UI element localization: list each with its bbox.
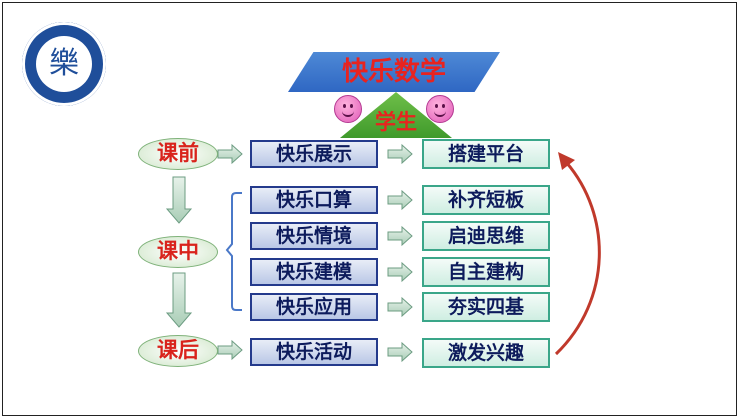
goal-box: 自主建构 <box>422 257 550 287</box>
diagram-title: 快乐数学 <box>341 57 446 87</box>
arrow-right-icon <box>387 189 413 211</box>
activity-box: 快乐建模 <box>250 258 378 286</box>
arrow-down-icon <box>165 272 193 328</box>
smiley-face-icon <box>426 95 454 123</box>
arrow-right-icon <box>387 261 413 283</box>
stage-before: 课前 <box>138 138 218 170</box>
activity-box: 快乐情境 <box>250 222 378 250</box>
goal-box: 搭建平台 <box>422 139 550 169</box>
activity-box: 快乐应用 <box>250 293 378 321</box>
arrow-right-icon <box>387 296 413 318</box>
arrow-right-icon <box>387 225 413 247</box>
goal-box: 补齐短板 <box>422 185 550 215</box>
stage-after: 课后 <box>138 335 218 367</box>
goal-box: 夯实四基 <box>422 292 550 322</box>
title-banner <box>288 52 500 92</box>
middle-arrows <box>387 143 413 363</box>
student-label: 学生 <box>375 110 417 134</box>
arrow-right-icon <box>387 143 413 165</box>
goal-box: 启迪思维 <box>422 221 550 251</box>
activity-box: 快乐口算 <box>250 186 378 214</box>
bracket <box>225 192 242 311</box>
arrow-right-icon <box>217 339 243 361</box>
arrow-right-icon <box>387 341 413 363</box>
stage-during: 课中 <box>138 236 218 268</box>
goal-box: 激发兴趣 <box>422 338 550 368</box>
activity-box: 快乐活动 <box>250 338 378 366</box>
arrow-down-icon <box>165 176 193 224</box>
cycle-arrow-icon <box>554 161 601 356</box>
smiley-face-icon <box>334 95 362 123</box>
cycle-arrow-head <box>558 152 575 170</box>
school-logo: 樂 <box>22 22 106 106</box>
logo-emblem: 樂 <box>36 36 92 92</box>
arrow-right-icon <box>217 143 243 165</box>
activity-box: 快乐展示 <box>250 140 378 168</box>
logo-character: 樂 <box>49 46 79 81</box>
